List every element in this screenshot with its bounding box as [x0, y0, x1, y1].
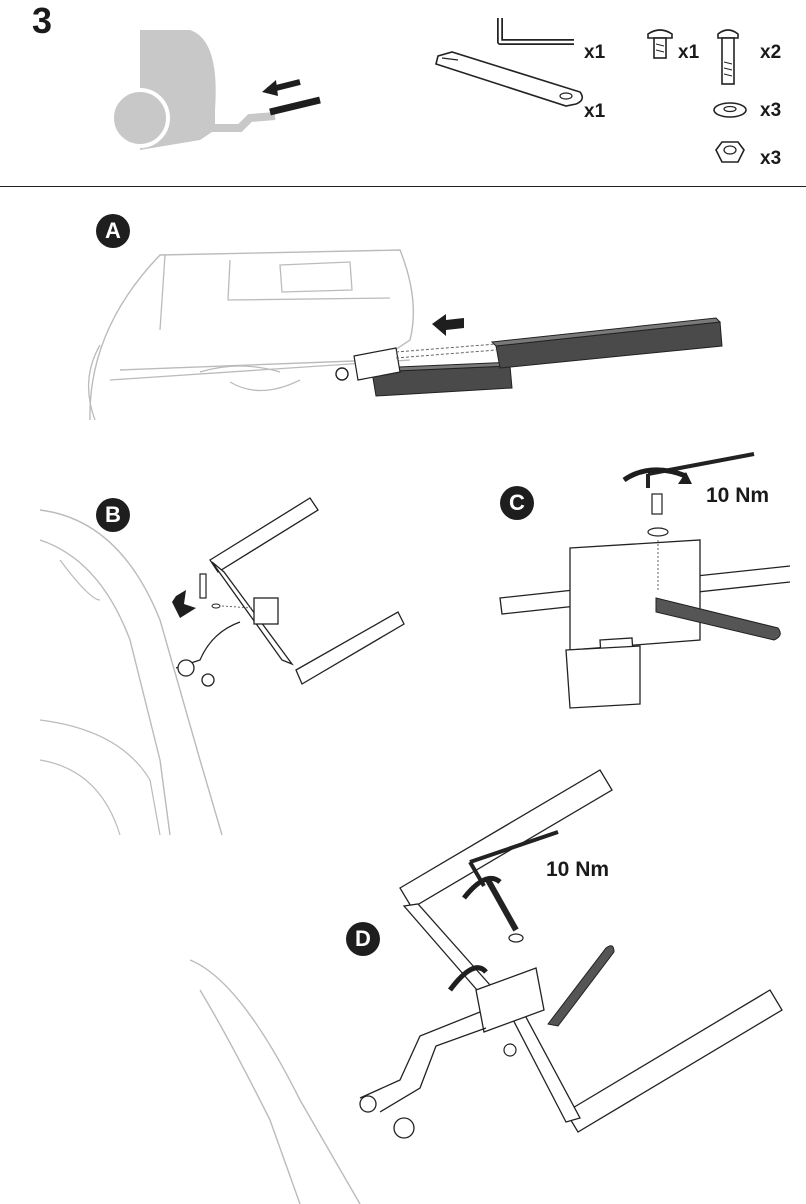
step-d-badge: D [346, 922, 380, 956]
washer-icon [714, 103, 746, 117]
wrench-qty: x1 [584, 101, 605, 123]
step-b-badge: B [96, 498, 130, 532]
step-a-badge: A [96, 214, 130, 248]
nut-icon [716, 142, 744, 162]
nut-qty: x3 [760, 148, 781, 170]
section-divider [0, 186, 806, 187]
step-c-torque: 10 Nm [706, 484, 769, 508]
step-c-badge: C [500, 486, 534, 520]
washer-qty: x3 [760, 100, 781, 122]
step-d-illustration [190, 770, 782, 1204]
long-bolt-icon [718, 30, 738, 84]
step-d-torque: 10 Nm [546, 858, 609, 882]
step-b-illustration [40, 498, 404, 835]
long-bolt-qty: x2 [760, 42, 781, 64]
hex-key-qty: x1 [584, 42, 605, 64]
short-bolt-icon [648, 30, 672, 58]
car-thumbnail-icon [112, 30, 320, 150]
step-a-illustration [89, 250, 722, 420]
short-bolt-qty: x1 [678, 42, 699, 64]
wrench-icon [436, 52, 582, 106]
hex-key-icon [500, 18, 574, 42]
